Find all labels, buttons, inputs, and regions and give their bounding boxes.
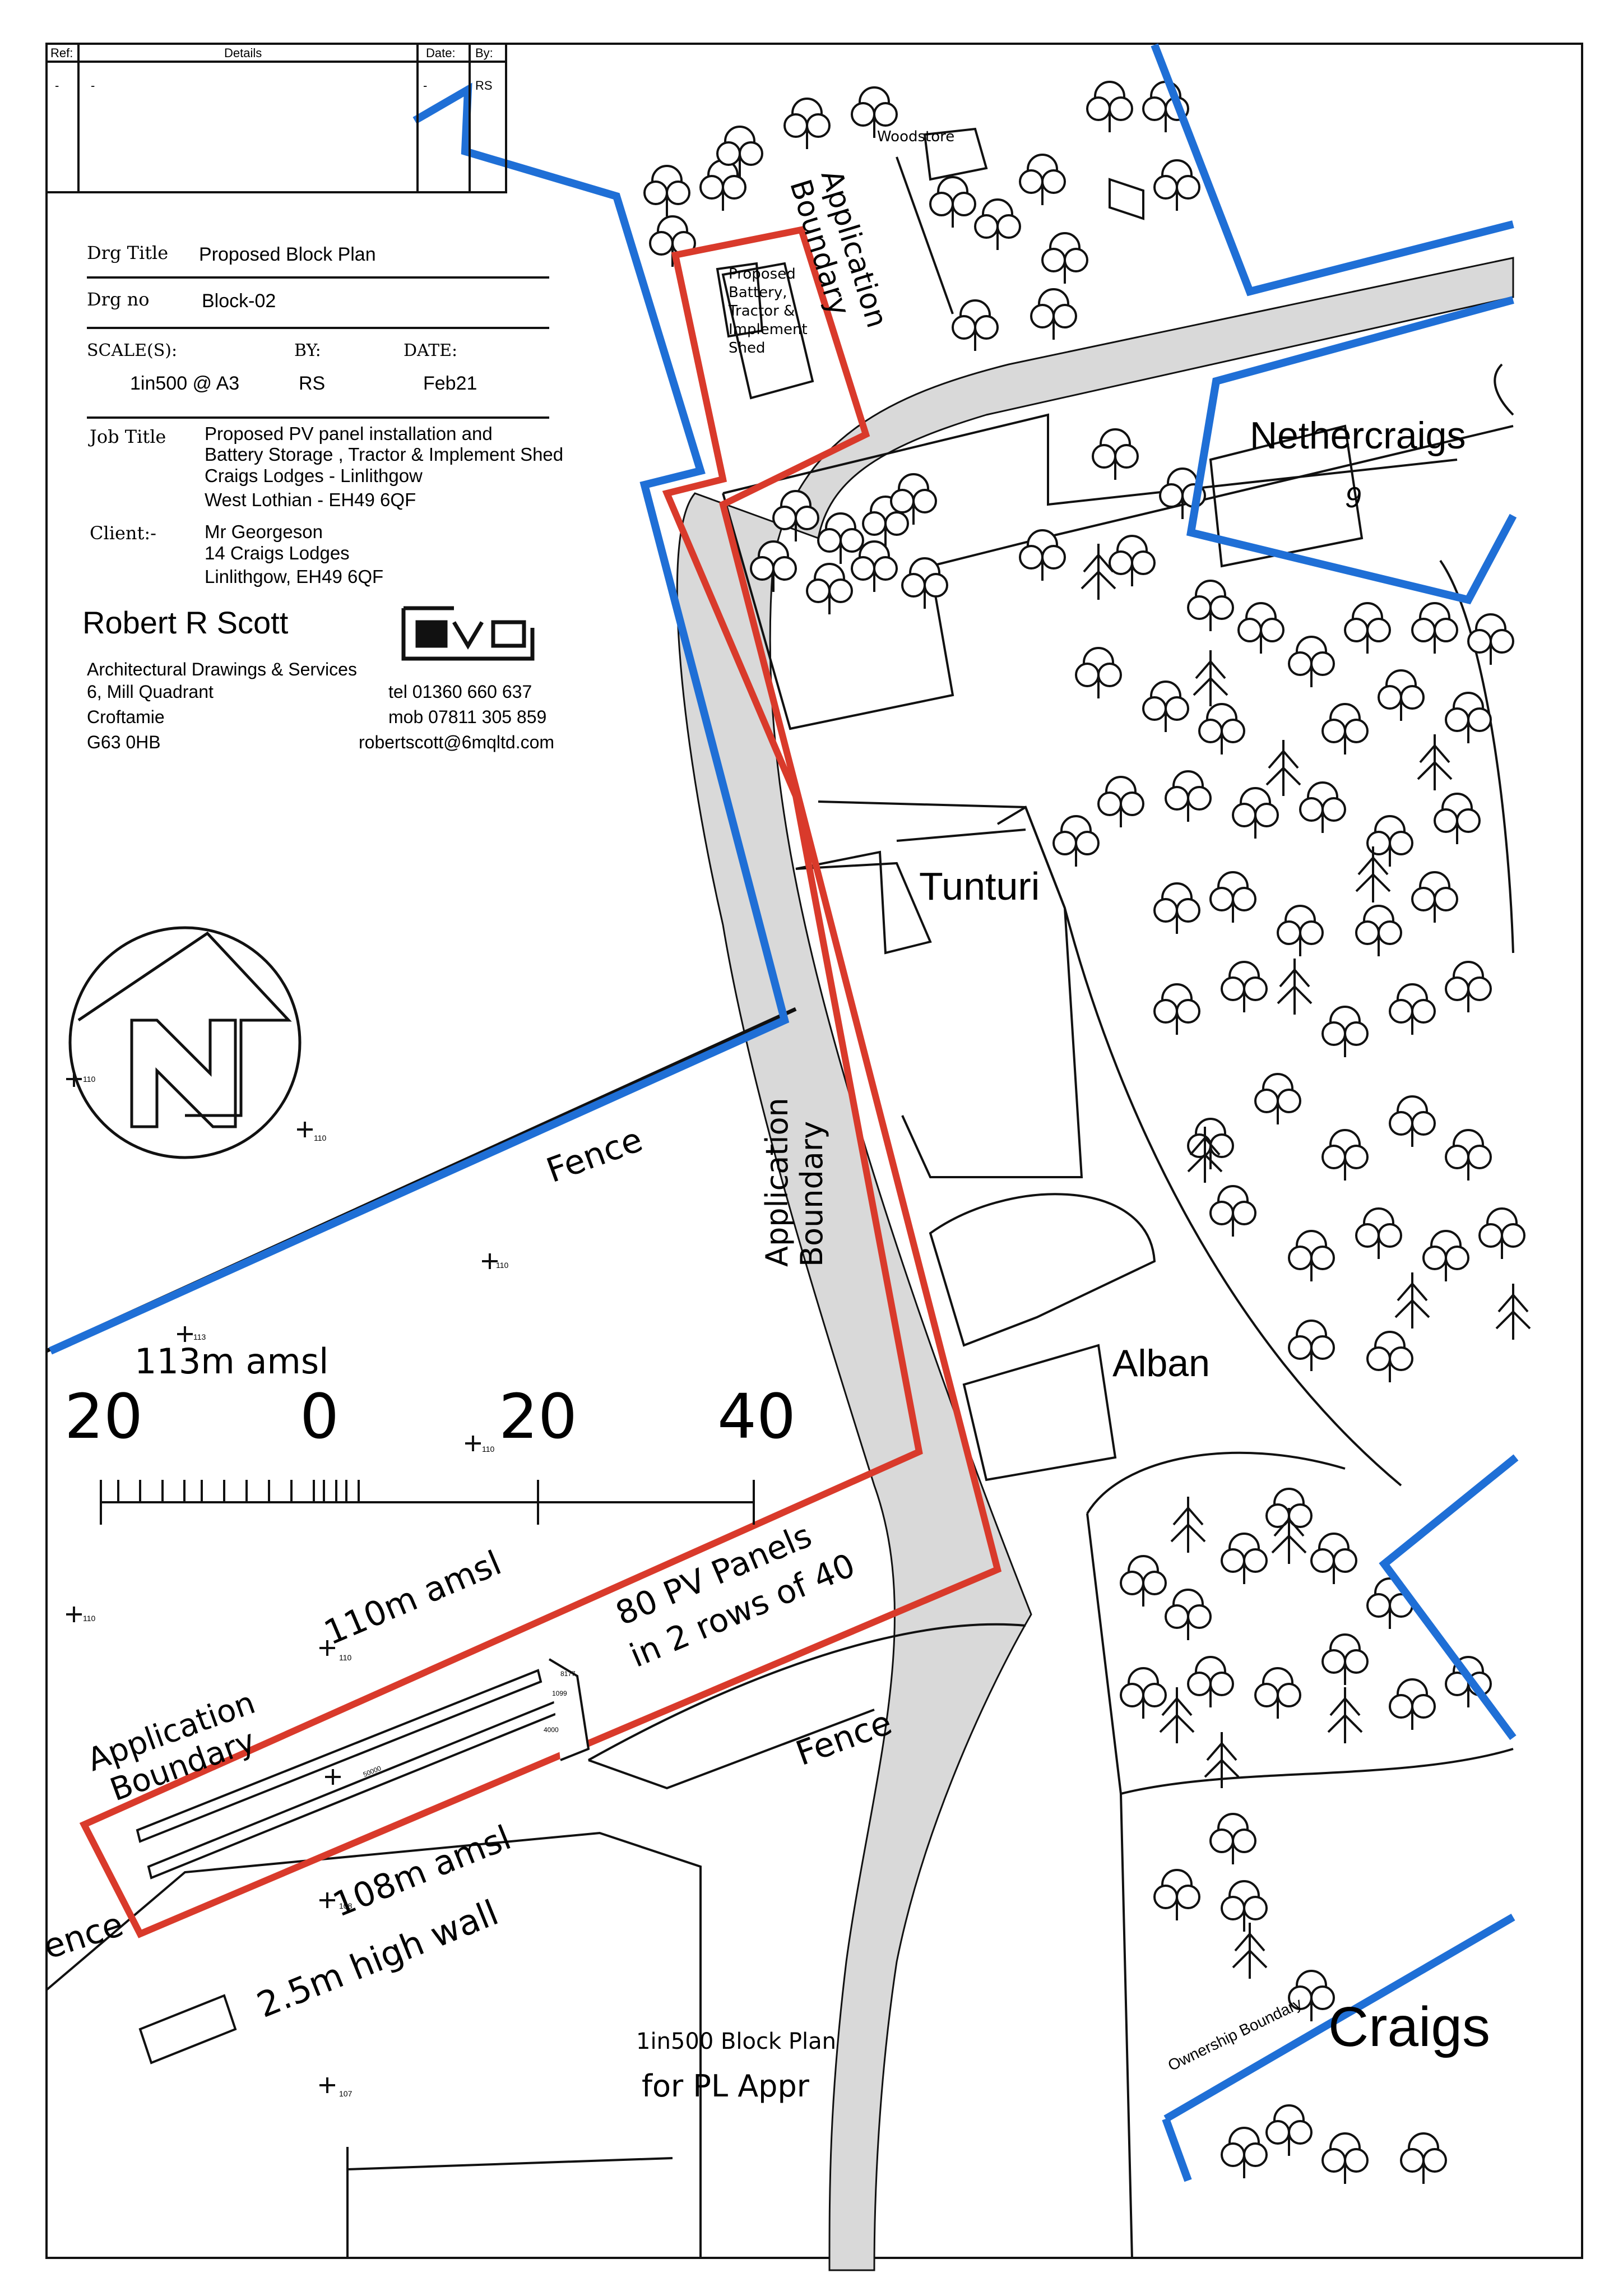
label-proposed-shed-1: Proposed: [729, 266, 796, 283]
firm-name: Robert R Scott: [82, 605, 289, 640]
proposed-shed: [721, 262, 814, 400]
sheet-border: [45, 43, 1583, 2259]
drg-no: Block-02: [202, 290, 276, 312]
application-boundary: [79, 226, 1002, 1938]
label-app-boundary-mid-2: Boundary: [794, 1121, 829, 1267]
label-proposed-shed-2: Battery,: [729, 284, 787, 301]
label-woodstore: Woodstore: [877, 128, 954, 145]
label-proposed-shed-3: Tractor &: [728, 303, 795, 320]
level-110-d: 110: [83, 1614, 96, 1623]
scale-label-20: 20: [499, 1381, 577, 1452]
level-108: 108: [339, 1901, 353, 1910]
job-title-line-2: Battery Storage , Tractor & Implement Sh…: [205, 444, 563, 465]
firm-address-3: Croftamie: [87, 707, 165, 727]
label-wall: 2.5m high wall: [251, 1892, 504, 2026]
firm-mob: mob 07811 305 859: [388, 707, 546, 727]
date-label: DATE:: [404, 341, 457, 360]
drg-title: Proposed Block Plan: [199, 244, 376, 265]
ownership-boundary: [49, 43, 1519, 2182]
spot-levels: [66, 1071, 498, 2093]
level-110-c: 110: [482, 1445, 495, 1453]
pv-panel-rows: [136, 1658, 590, 1880]
drg-title-label: Drg Title: [87, 242, 168, 263]
rev-by: RS: [475, 78, 493, 92]
scale-label: SCALE(S):: [87, 341, 177, 360]
dim-1099: 1099: [552, 1689, 567, 1697]
label-block-plan-2: for PL Appr: [642, 2068, 810, 2104]
title-block-lines: [45, 43, 549, 419]
label-amsl-110: 110m amsl: [319, 1543, 507, 1652]
by-value: RS: [299, 373, 325, 394]
dim-8177: 8177: [560, 1670, 576, 1678]
label-nethercraigs: Nethercraigs: [1250, 414, 1466, 457]
client-line-3: Linlithgow, EH49 6QF: [205, 566, 383, 587]
dim-4000: 4000: [544, 1726, 559, 1734]
rev-header-date: Date:: [426, 46, 456, 60]
label-ownership-boundary: Ownership Boundary: [1165, 1994, 1305, 2074]
level-110-a: 110: [314, 1133, 327, 1142]
rev-details: -: [91, 78, 95, 92]
drg-no-label: Drg no: [87, 289, 149, 310]
by-label: BY:: [294, 341, 321, 360]
firm-address-4: G63 0HB: [87, 732, 161, 752]
rev-header-ref: Ref:: [50, 46, 73, 60]
client-label: Client:-: [90, 522, 156, 544]
level-110-b: 110: [496, 1261, 509, 1270]
label-house-9: 9: [1345, 482, 1361, 514]
level-113: 113: [193, 1332, 206, 1341]
label-fence-upper: Fence: [541, 1120, 647, 1191]
label-proposed-shed-4: Implement: [729, 321, 808, 338]
job-title-line-1: Proposed PV panel installation and: [205, 423, 493, 444]
job-title-line-4: West Lothian - EH49 6QF: [205, 489, 416, 510]
firm-tel: tel 01360 660 637: [388, 682, 532, 702]
site-linework: [45, 127, 1514, 2260]
rev-header-details: Details: [224, 46, 262, 60]
firm-email: robertscott@6mqltd.com: [359, 732, 554, 752]
date-value: Feb21: [423, 373, 477, 394]
rev-ref: -: [55, 78, 59, 92]
job-title-line-3: Craigs Lodges - Linlithgow: [205, 465, 423, 486]
scale-bar: [100, 1480, 755, 1525]
rev-header-by: By:: [475, 46, 493, 60]
label-app-boundary-mid-1: Application: [759, 1098, 795, 1267]
label-alban: Alban: [1112, 1342, 1210, 1385]
scale-label-40: 40: [717, 1381, 796, 1452]
firm-address-2: 6, Mill Quadrant: [87, 682, 214, 702]
label-proposed-shed-5: Shed: [729, 340, 765, 357]
client-line-2: 14 Craigs Lodges: [205, 543, 350, 563]
label-block-plan-1: 1in500 Block Plan: [636, 2029, 836, 2054]
job-title-label: Job Title: [88, 426, 166, 447]
label-tunturi: Tunturi: [919, 864, 1040, 908]
firm-address-1: Architectural Drawings & Services: [87, 659, 357, 679]
level-110-f: 110: [83, 1075, 96, 1084]
rev-date: -: [423, 78, 427, 92]
label-amsl-113: 113m amsl: [135, 1341, 328, 1382]
label-craigs: Craigs: [1328, 1996, 1490, 2058]
scale-value: 1in500 @ A3: [130, 373, 239, 394]
north-arrow: [68, 926, 302, 1159]
firm-logo: [401, 606, 535, 661]
scale-label-20-left: 20: [64, 1381, 143, 1452]
scale-label-0: 0: [300, 1381, 339, 1452]
client-line-1: Mr Georgeson: [205, 521, 323, 542]
level-110-e: 110: [339, 1653, 352, 1662]
level-107: 107: [339, 2089, 353, 2098]
